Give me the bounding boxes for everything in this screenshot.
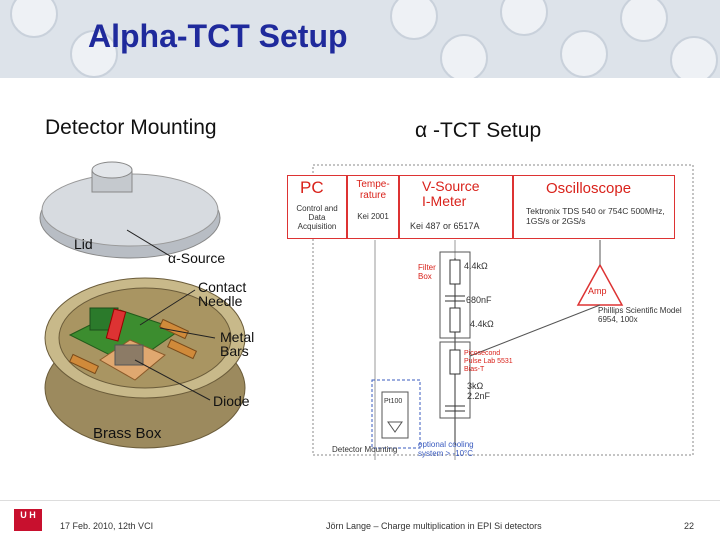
pt100-label: Pt100: [384, 398, 403, 405]
metal-bar: [68, 353, 100, 375]
temperature-title: Tempe-rature: [356, 179, 390, 201]
pc-subtitle: Control and Data Acquisition: [296, 204, 338, 231]
schematic-frame: [312, 164, 694, 456]
page-title: Alpha-TCT Setup: [88, 18, 348, 54]
c1-label: 680nF: [466, 295, 492, 305]
diode-label: Diode: [213, 393, 250, 409]
detector-mounting-heading: Detector Mounting: [45, 116, 217, 139]
detector-mount-outline: [371, 379, 421, 449]
r1-label: 4.4kΩ: [464, 261, 488, 271]
banner-decoration: [390, 0, 438, 40]
oscilloscope-subtitle: Tektronix TDS 540 or 754C 500MHz, 1GS/s …: [526, 206, 665, 226]
banner-decoration: [70, 30, 118, 78]
vsource-box: V-Source I-Meter Kei 487 or 6517A: [399, 175, 513, 239]
banner-decoration: [670, 36, 718, 78]
brass-box-label: Brass Box: [93, 425, 162, 442]
c2-label: 2.2nF: [467, 391, 491, 401]
amp-label: Amp: [588, 286, 607, 296]
contact-needle-label: Contact Needle: [198, 279, 247, 309]
metal-bars-label: Metal Bars: [220, 329, 255, 359]
banner-decoration: [10, 0, 58, 38]
bias-tee-label: Picosecond Pulse Lab 5531 Bias-T: [464, 350, 513, 373]
filter-box: [439, 251, 471, 339]
leader-alpha-source: [126, 229, 171, 257]
banner-decoration: [440, 34, 488, 78]
temperature-box: Tempe-rature Kei 2001: [347, 175, 399, 239]
cooling-label: optional cooling system > -10°C: [418, 440, 474, 458]
resistor-2: [449, 307, 461, 333]
pc-box: PC Control and Data Acquisition: [287, 175, 347, 239]
amp-triangle: [576, 263, 624, 306]
banner-decoration: [500, 0, 548, 36]
header-banner: [0, 0, 720, 78]
resistor-1: [449, 259, 461, 285]
alpha-source-label: α-Source: [168, 250, 226, 266]
r2-label: 4.4kΩ: [470, 319, 494, 329]
lid-knob-top: [91, 161, 133, 179]
amp-description: Phillips Scientific Model 6954, 100x: [598, 306, 682, 324]
footer-bar: [0, 500, 720, 541]
detector-mounting-illustration: [39, 161, 246, 449]
r3-label: 3kΩ: [467, 381, 484, 391]
alpha-tct-heading: α -TCT Setup: [415, 119, 542, 142]
footer-author: Jörn Lange – Charge multiplication in EP…: [326, 521, 542, 531]
detector-mounting-label: Detector Mounting: [332, 445, 398, 454]
resistor-3: [449, 349, 461, 375]
footer-date: 17 Feb. 2010, 12th VCI: [60, 521, 154, 531]
leader-contact-needle: [139, 289, 196, 326]
page-number: 22: [684, 521, 695, 531]
leader-metal-bars: [159, 327, 216, 339]
temperature-subtitle: Kei 2001: [357, 212, 389, 221]
university-logo: U H: [14, 509, 42, 531]
diode-symbol: [387, 421, 403, 433]
vsource-subtitle: Kei 487 or 6517A: [410, 221, 480, 231]
banner-decoration: [620, 0, 668, 42]
oscilloscope-box: Oscilloscope Tektronix TDS 540 or 754C 5…: [513, 175, 675, 239]
banner-decoration: [560, 30, 608, 78]
leader-diode: [134, 359, 211, 401]
metal-bar: [166, 338, 198, 360]
oscilloscope-title: Oscilloscope: [546, 180, 632, 197]
tct-schematic: [312, 164, 694, 460]
pc-title: PC: [300, 178, 324, 197]
lid-label: Lid: [74, 236, 93, 252]
metal-bar: [158, 318, 190, 340]
contact-needle-shape: [105, 308, 127, 342]
bias-tee-box: [439, 341, 471, 419]
vsource-title: V-Source I-Meter: [422, 178, 480, 209]
filter-box-label: Filter Box: [418, 263, 436, 281]
